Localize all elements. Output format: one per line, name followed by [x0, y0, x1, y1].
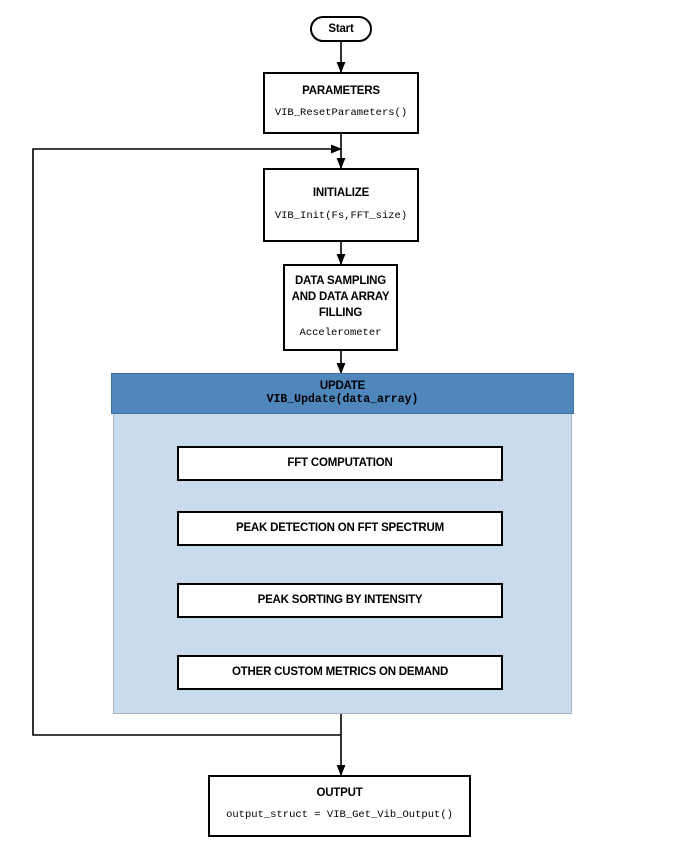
- fft-computation-box: FFT COMPUTATION: [177, 446, 503, 481]
- custom-metrics-box: OTHER CUSTOM METRICS ON DEMAND: [177, 655, 503, 690]
- update-call: VIB_Update(data_array): [266, 393, 419, 406]
- initialize-title: INITIALIZE: [312, 187, 370, 199]
- update-title: UPDATE: [319, 380, 366, 392]
- sampling-source: Accelerometer: [299, 327, 382, 339]
- step-label: OTHER CUSTOM METRICS ON DEMAND: [231, 666, 449, 678]
- parameters-title: PARAMETERS: [302, 85, 380, 97]
- start-label: Start: [328, 23, 354, 35]
- start-node: Start: [310, 16, 372, 42]
- parameters-box: PARAMETERS VIB_ResetParameters(): [263, 72, 419, 134]
- step-label: FFT COMPUTATION: [287, 457, 393, 469]
- output-call: output_struct = VIB_Get_Vib_Output(): [226, 809, 453, 821]
- sampling-title: DATA SAMPLING AND DATA ARRAY FILLING: [291, 275, 390, 319]
- parameters-call: VIB_ResetParameters(): [274, 107, 408, 119]
- data-sampling-box: DATA SAMPLING AND DATA ARRAY FILLING Acc…: [283, 264, 398, 351]
- output-title: OUTPUT: [316, 787, 363, 799]
- peak-detection-box: PEAK DETECTION ON FFT SPECTRUM: [177, 511, 503, 546]
- update-header: UPDATE VIB_Update(data_array): [111, 373, 574, 414]
- step-label: PEAK DETECTION ON FFT SPECTRUM: [235, 522, 445, 534]
- output-box: OUTPUT output_struct = VIB_Get_Vib_Outpu…: [208, 775, 471, 837]
- peak-sorting-box: PEAK SORTING BY INTENSITY: [177, 583, 503, 618]
- initialize-box: INITIALIZE VIB_Init(Fs,FFT_size): [263, 168, 419, 242]
- step-label: PEAK SORTING BY INTENSITY: [257, 594, 423, 606]
- initialize-call: VIB_Init(Fs,FFT_size): [274, 210, 408, 222]
